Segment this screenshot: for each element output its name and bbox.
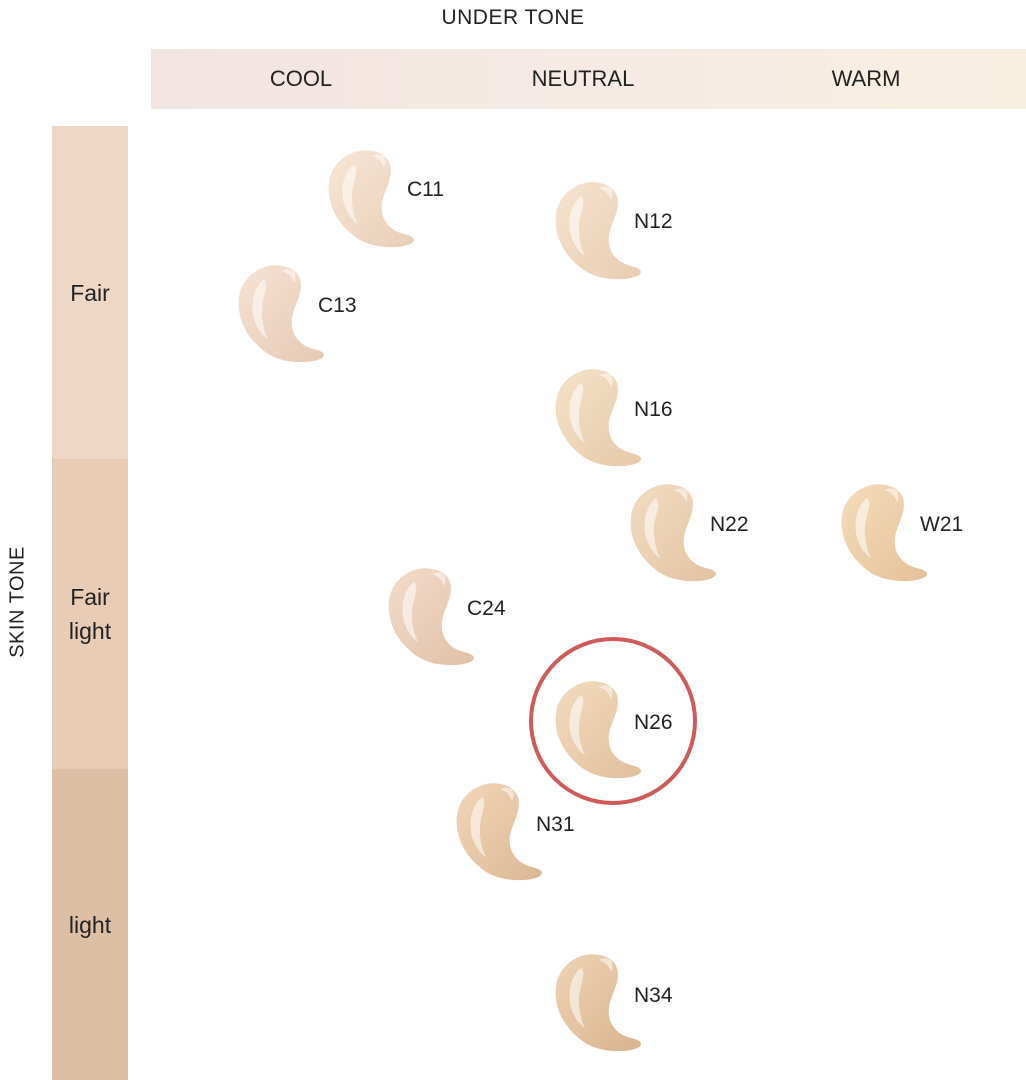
shade-swatch-n16[interactable] (551, 367, 643, 467)
undertone-neutral-label: NEUTRAL (531, 66, 635, 91)
swatch-drop-n12 (555, 182, 642, 280)
shade-swatch-n31[interactable] (452, 781, 544, 881)
skin-band-fair-label: Fair (70, 279, 110, 306)
highlight-ring (529, 637, 697, 805)
swatch-drop-w21 (841, 484, 928, 582)
swatch-drop-c11 (328, 150, 415, 248)
skin-band-light: light (52, 769, 128, 1080)
shade-label-n16: N16 (634, 398, 673, 421)
undertone-cool-label: COOL (269, 66, 333, 91)
shade-label-n31: N31 (536, 813, 575, 836)
shade-swatch-w21[interactable] (837, 482, 929, 582)
shade-label-n12: N12 (634, 210, 673, 233)
skin-band-fair: Fair (52, 126, 128, 459)
skin-tone-title: SKIN TONE (6, 546, 29, 658)
swatch-drop-c13 (238, 265, 325, 363)
swatch-drop-n34 (555, 954, 642, 1052)
shade-label-n22: N22 (710, 513, 749, 536)
skin-band-fair-light: Fair light (52, 459, 128, 769)
shade-swatch-c13[interactable] (234, 263, 326, 363)
shade-swatch-c11[interactable] (324, 148, 416, 248)
shade-label-w21: W21 (920, 513, 964, 536)
under-tone-title: UNDER TONE (441, 6, 585, 29)
swatch-drop-n22 (630, 484, 717, 582)
swatch-drop-n31 (456, 783, 543, 881)
shade-swatch-n22[interactable] (626, 482, 718, 582)
shade-label-n34: N34 (634, 984, 673, 1007)
undertone-warm-label: WARM (831, 66, 901, 91)
shade-label-c13: C13 (318, 294, 357, 317)
skin-band-light-label: light (68, 911, 112, 938)
swatch-drop-c24 (388, 568, 475, 666)
shade-label-c24: C24 (467, 597, 506, 620)
shade-swatch-n12[interactable] (551, 180, 643, 280)
undertone-header-band: COOL NEUTRAL WARM (151, 49, 1026, 109)
shade-label-c11: C11 (407, 178, 444, 201)
skin-band-fair-light-label: Fair light (68, 584, 112, 644)
shade-swatch-n34[interactable] (551, 952, 643, 1052)
shade-swatch-c24[interactable] (384, 566, 476, 666)
swatch-drop-n16 (555, 369, 642, 467)
